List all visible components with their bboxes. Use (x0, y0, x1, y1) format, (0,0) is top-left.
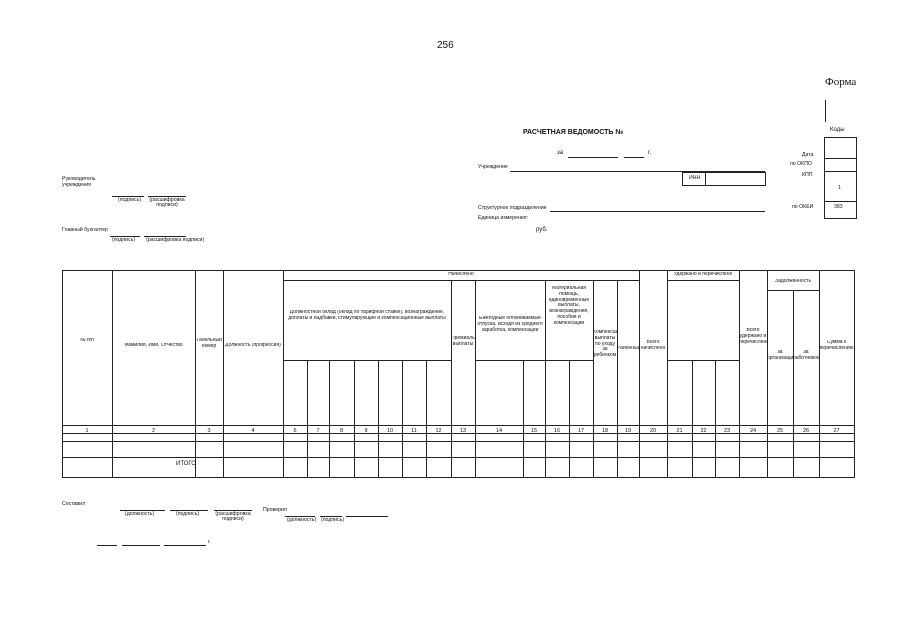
sub-summa: Сумма к перечислению (819, 340, 854, 351)
colnum: 14 (495, 428, 503, 434)
col-np: № п/п (80, 338, 94, 343)
unit-value: руб. (536, 227, 548, 233)
okpo-label: по ОКПО (790, 161, 812, 167)
colnum: 25 (776, 428, 784, 434)
colnum: 6 (293, 428, 297, 434)
struct-label: Структурное подразделение (478, 205, 547, 211)
sub-oklad: Должностной оклад (оклад по тарифной ста… (288, 310, 446, 321)
okei-value: 383 (834, 204, 843, 210)
colnum: 9 (364, 428, 368, 434)
colnum: 1 (85, 428, 89, 434)
head-sign-caption: (подпись) (118, 197, 142, 203)
colnum: 21 (676, 428, 683, 434)
page-number: 256 (437, 40, 454, 51)
sostavil-label: Составил (62, 501, 86, 507)
sostavil-sign-caption: (подпись) (176, 511, 200, 517)
grp-nachisleno: Начислено (448, 272, 474, 277)
colnum: 23 (723, 428, 731, 434)
proveril-label: Проверил (263, 507, 287, 513)
proveril-position-caption: (должность) (287, 517, 317, 523)
sub-vsego-uderzh: Всего удержано и перечислено (739, 328, 767, 345)
colnum: 11 (411, 428, 417, 434)
colnum: 19 (624, 428, 632, 434)
sub-za-rab: за работником (793, 350, 819, 361)
sub-premii: Премиальные выплаты (451, 336, 475, 347)
col-tab: Табельный номер (196, 338, 222, 349)
chief-accountant-label: Главный бухгалтер (62, 227, 108, 233)
col-fio: Фамилия, Имя, Отчество (124, 343, 183, 348)
payroll-table: № п/п Фамилия, Имя, Отчество Табельный н… (62, 270, 855, 478)
colnum: 3 (207, 428, 211, 434)
form-label: Форма (825, 76, 857, 88)
colnum: 22 (700, 428, 707, 434)
colnum: 17 (577, 428, 585, 434)
colnum: 16 (553, 428, 561, 434)
codes-header: Коды (830, 127, 845, 133)
chief-name-caption: (расшифровка подписи) (146, 237, 205, 243)
col-dolzh: Должность (профессия) (225, 343, 281, 348)
sostavil-name-caption: (расшифровка подписи) (215, 511, 251, 523)
sostavil-position-caption: (должность) (125, 511, 155, 517)
colnum: 13 (459, 428, 467, 434)
colnum: 8 (339, 428, 344, 434)
colnum: 26 (802, 428, 810, 434)
proveril-sign-caption: (подпись) (321, 517, 345, 523)
colnum: 10 (386, 428, 394, 434)
sub-rayon: Районный (617, 346, 639, 351)
grp-zadolzh: Задолженность (774, 279, 812, 284)
colnum: 15 (530, 428, 538, 434)
sub-vsego-nach: Всего начислено (640, 340, 666, 351)
document-title: РАСЧЕТНАЯ ВЕДОМОСТЬ № (523, 129, 624, 136)
colnum: 24 (749, 428, 757, 434)
okei-label: по ОКЕИ (792, 204, 814, 210)
itogo-label: ИТОГО (176, 461, 196, 467)
kpp-value: 1 (838, 185, 841, 191)
head-name-caption: (расшифровка подписи) (149, 197, 185, 209)
chief-sign-caption: (подпись) (112, 237, 136, 243)
date-za: за (557, 150, 564, 156)
footer-year-suffix: г. (208, 539, 211, 545)
colnum: 7 (316, 428, 320, 434)
colnum: 2 (151, 428, 156, 434)
grp-uderzhano: Удержано и перечислено (673, 272, 733, 277)
sub-kompens: Компенсационные выплаты по уходу за ребе… (593, 330, 617, 358)
head-label: Руководитель учреждения (62, 176, 96, 189)
colnum: 27 (833, 428, 840, 434)
colnum: 18 (601, 428, 609, 434)
sub-za-org: за организацией (767, 350, 793, 361)
unit-label: Единица измерения: (478, 215, 528, 221)
sub-otpusk: Ежегодные оплачиваемые отпуска, исходя и… (477, 316, 543, 333)
colnum: 12 (435, 428, 442, 434)
sub-materialn: Материальная помощь, единовременные выпл… (548, 286, 590, 326)
inn-label: ИНН (689, 175, 701, 181)
kpp-label: КПП (802, 172, 813, 178)
colnum: 20 (649, 428, 657, 434)
colnum: 4 (251, 428, 255, 434)
codes-box (824, 137, 857, 219)
date-year-suffix: г. (648, 150, 652, 156)
date-code-label: Дата (802, 152, 814, 158)
institution-label: Учреждение (478, 164, 508, 170)
